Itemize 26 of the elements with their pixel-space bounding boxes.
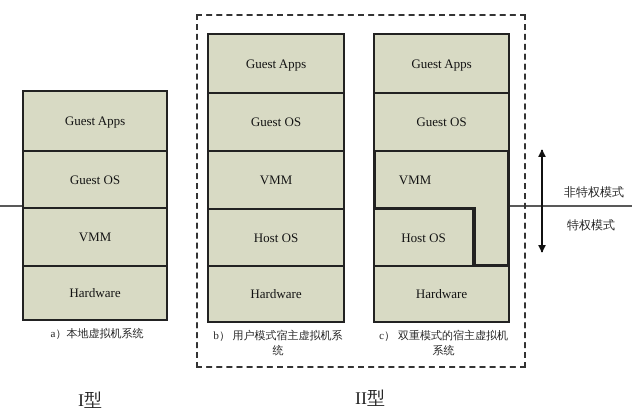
layer-box: VMM xyxy=(24,207,166,265)
node-label: b） 用户模式宿主虚拟机系统 xyxy=(212,328,344,358)
mode-label: 特权模式 xyxy=(566,217,616,234)
type-label: I型 xyxy=(77,389,103,412)
node-label: a）本地虚拟机系统 xyxy=(50,326,144,341)
layer-label: VMM xyxy=(398,172,432,188)
layer-box: Hardware xyxy=(24,265,166,319)
layer-stack xyxy=(373,33,510,323)
layer-box: Guest Apps xyxy=(209,35,343,92)
mode-label: 非特权模式 xyxy=(563,184,625,201)
layer-box: Hardware xyxy=(375,265,508,321)
layer-box: Guest Apps xyxy=(375,35,508,92)
layer-box: Hardware xyxy=(209,265,343,321)
layer-box xyxy=(375,150,508,265)
dashed-group-box xyxy=(196,14,526,368)
layer-box: Guest Apps xyxy=(24,92,166,150)
layer-box: Host OS xyxy=(375,208,474,265)
layer-box: VMM xyxy=(209,150,343,208)
type-label: II型 xyxy=(354,387,386,410)
layer-box: Guest OS xyxy=(24,150,166,207)
node-label: c） 双重模式的宿主虚拟机系统 xyxy=(378,328,509,358)
layer-box: Guest OS xyxy=(209,92,343,150)
layer-stack xyxy=(22,90,168,321)
layer-stack xyxy=(207,33,345,323)
layer-box: Host OS xyxy=(209,208,343,265)
layer-box: Guest OS xyxy=(375,92,508,150)
